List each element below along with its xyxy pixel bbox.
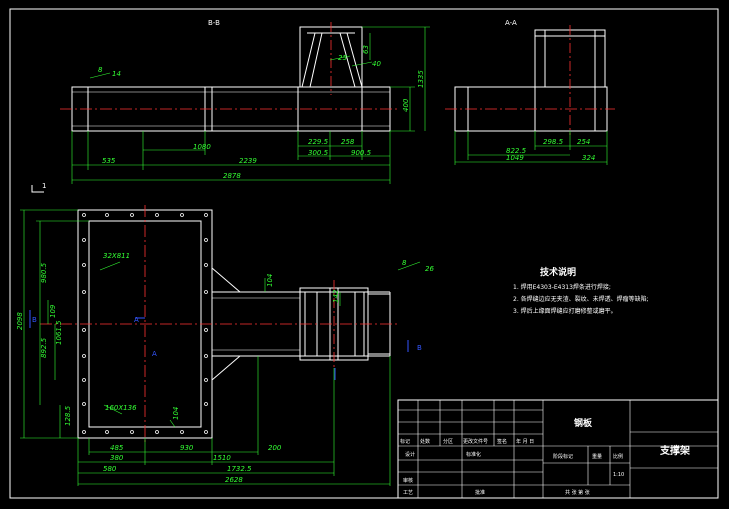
dim-128-5: 128.5 [64,405,72,426]
dim-298-5: 298.5 [543,138,564,146]
section-mark-a-lower: A [152,350,157,358]
front-view: B-B [60,19,430,184]
section-markers: 1 A A B B [29,182,422,380]
technical-notes: 技术说明 1. 焊用E4303-E4313焊条进行焊接; 2. 各焊缝边应无夹渣… [513,266,649,315]
front-view-label: B-B [208,19,220,27]
front-bracket-strut [301,32,316,88]
section-mark-a-upper: A [134,316,139,324]
side-view-label: A-A [505,19,517,27]
tb-approve: 批准 [475,489,485,496]
plan-view: 2098 980.5 892.5 1061.5 109 128.5 32X811… [16,205,434,486]
dim-254: 254 [577,138,590,146]
front-bracket-strut [309,32,323,88]
dim-2239: 2239 [239,157,257,165]
tb-mark: 标记 [400,438,410,445]
tb-process: 工艺 [403,490,413,496]
dim-485: 485 [110,444,124,452]
front-dimensions [71,26,430,184]
side-view: A-A 822.5 1049 298.5 254 324 [445,19,615,165]
dim-2098: 2098 [16,312,24,330]
dim-104-arm: 104 [266,274,274,287]
side-dimensions [454,131,608,165]
tb-date: 年 月 日 [516,438,534,445]
tb-sheet: 共 张 第 张 [565,489,590,496]
dim-32x811: 32X811 [103,252,130,260]
dim-1061-5: 1061.5 [55,320,63,345]
dim-1732-5: 1732.5 [227,465,252,473]
dim-25: 25 [338,54,347,62]
tb-weight-label: 重量 [592,453,602,460]
front-bracket-strut [346,32,363,88]
dim-1049: 1049 [506,154,524,162]
tb-scale-label: 比例 [613,453,623,460]
dim-104-frame: 104 [172,407,180,420]
section-mark-b-left: B [32,316,37,324]
section-mark-1: 1 [42,182,46,190]
dim-40: 40 [372,60,381,68]
dim-2878: 2878 [223,172,241,180]
tb-stage-label: 阶段标记 [553,453,573,460]
notes-item-1: 1. 焊用E4303-E4313焊条进行焊接; [513,283,611,291]
dim-8: 8 [98,66,103,74]
dim-300-5: 300.5 [308,149,329,157]
dim-980-5: 980.5 [40,262,48,283]
dim-324: 324 [582,154,595,162]
dim-822-5: 822.5 [506,147,527,155]
section-arrow-1 [31,185,44,193]
plan-gusset [211,267,241,293]
dim-109: 109 [49,304,57,318]
dim-63: 63 [362,45,370,54]
title-block-frame [397,399,719,499]
part-name: 支撑架 [659,444,690,457]
dim-892-5: 892.5 [40,337,48,358]
title-block: 钢板 支撑架 标记 处数 分区 更改文件号 签名 年 月 日 设计 标准化 审核… [397,399,719,499]
front-bracket-strut [339,32,356,88]
dim-1335: 1335 [417,70,425,88]
plan-gusset [211,355,241,381]
material: 钢板 [574,417,593,429]
dim-160x136: 160X136 [105,404,137,412]
dim-229-5: 229.5 [308,138,329,146]
plan-bolt-holes [82,213,208,434]
dim-142: 142 [332,289,340,303]
tb-design: 设计 [405,451,415,458]
tb-check: 审核 [403,477,413,484]
tb-sign: 签名 [497,438,507,445]
dim-1510: 1510 [213,454,231,462]
dim-200: 200 [268,444,282,452]
notes-item-3: 3. 焊后上缘面焊缝应打磨修整或磨平。 [513,307,617,315]
notes-title: 技术说明 [540,266,576,278]
plan-dimensions [20,209,421,486]
title-block-grid [398,400,718,498]
dim-1080: 1080 [193,143,211,151]
dim-535: 535 [102,157,116,165]
section-mark-b-right: B [417,344,422,352]
tb-zone: 分区 [443,438,453,445]
tb-scale: 1:10 [613,472,624,478]
dim-258: 258 [341,138,355,146]
tb-count: 处数 [420,438,430,445]
dim-580: 580 [103,465,117,473]
dim-400: 400 [402,98,410,112]
tb-standard: 标准化 [466,451,481,458]
dim-26: 26 [425,265,434,273]
dim-930: 930 [180,444,194,452]
notes-item-2: 2. 各焊缝边应无夹渣、裂纹、未焊透、焊瘤等缺陷; [513,295,649,303]
sheet-border [9,8,719,499]
dim-380: 380 [110,454,124,462]
dim-14: 14 [112,70,121,78]
tb-doc-no: 更改文件号 [463,438,488,445]
dim-8-weld: 8 [402,259,407,267]
dim-2628: 2628 [225,476,243,484]
dim-900-5: 900.5 [351,149,372,157]
